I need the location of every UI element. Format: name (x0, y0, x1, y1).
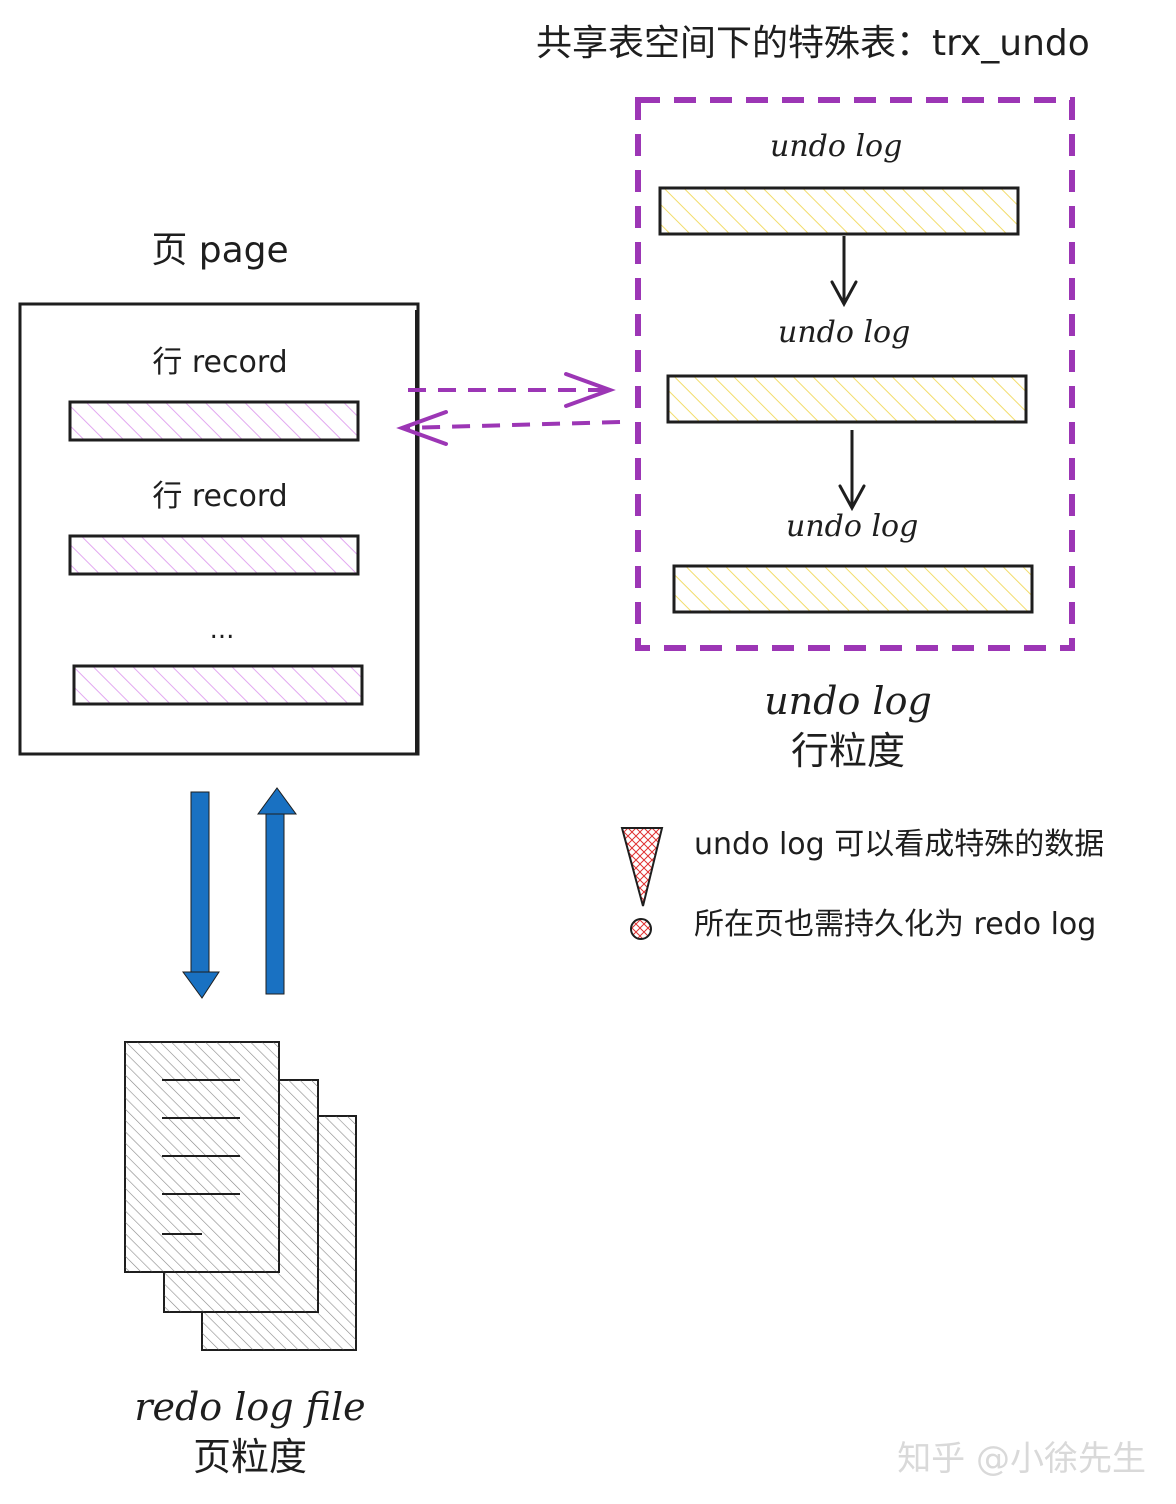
undo-log-bar (666, 374, 1028, 424)
undo-log-caption: undo log (764, 679, 932, 723)
undo-log-label: undo log (778, 315, 910, 350)
undo-log-bar (658, 186, 1020, 236)
arrow-down-icon (838, 430, 866, 512)
undo-log-label: undo log (770, 129, 902, 164)
document-stack-icon (124, 1041, 357, 1351)
undo-granularity-caption: 行粒度 (791, 729, 905, 773)
arrow-down-icon (830, 236, 858, 308)
undo-log-item-1: undo log (658, 129, 1020, 236)
arrow-up-icon (257, 787, 297, 995)
trx-undo-container (635, 97, 1075, 651)
note-line-2: 所在页也需持久化为 redo log (694, 907, 1096, 942)
record-label: 行 record (152, 479, 287, 514)
record-bar (68, 400, 360, 442)
record-label: 行 record (152, 345, 287, 380)
arrow-down-icon (182, 791, 220, 999)
redo-log-caption: redo log file (134, 1385, 365, 1429)
page-title: 页 page (151, 230, 288, 271)
undo-log-item-2: undo log (666, 315, 1028, 424)
record-ellipsis: ... (210, 615, 235, 645)
record-bar (68, 534, 360, 576)
undo-log-item-3: undo log (672, 509, 1034, 614)
note-line-1: undo log 可以看成特殊的数据 (694, 827, 1104, 862)
undo-to-page-arrow (396, 410, 621, 446)
trx-undo-title: 共享表空间下的特殊表：trx_undo (536, 23, 1090, 64)
warning-exclamation-icon (620, 827, 664, 940)
undo-log-label: undo log (786, 509, 918, 544)
redo-granularity-caption: 页粒度 (193, 1435, 307, 1479)
record-bar (72, 664, 364, 706)
page-to-undo-arrow (408, 372, 616, 408)
undo-log-bar (672, 564, 1034, 614)
watermark: 知乎 @小徐先生 (897, 1439, 1146, 1479)
